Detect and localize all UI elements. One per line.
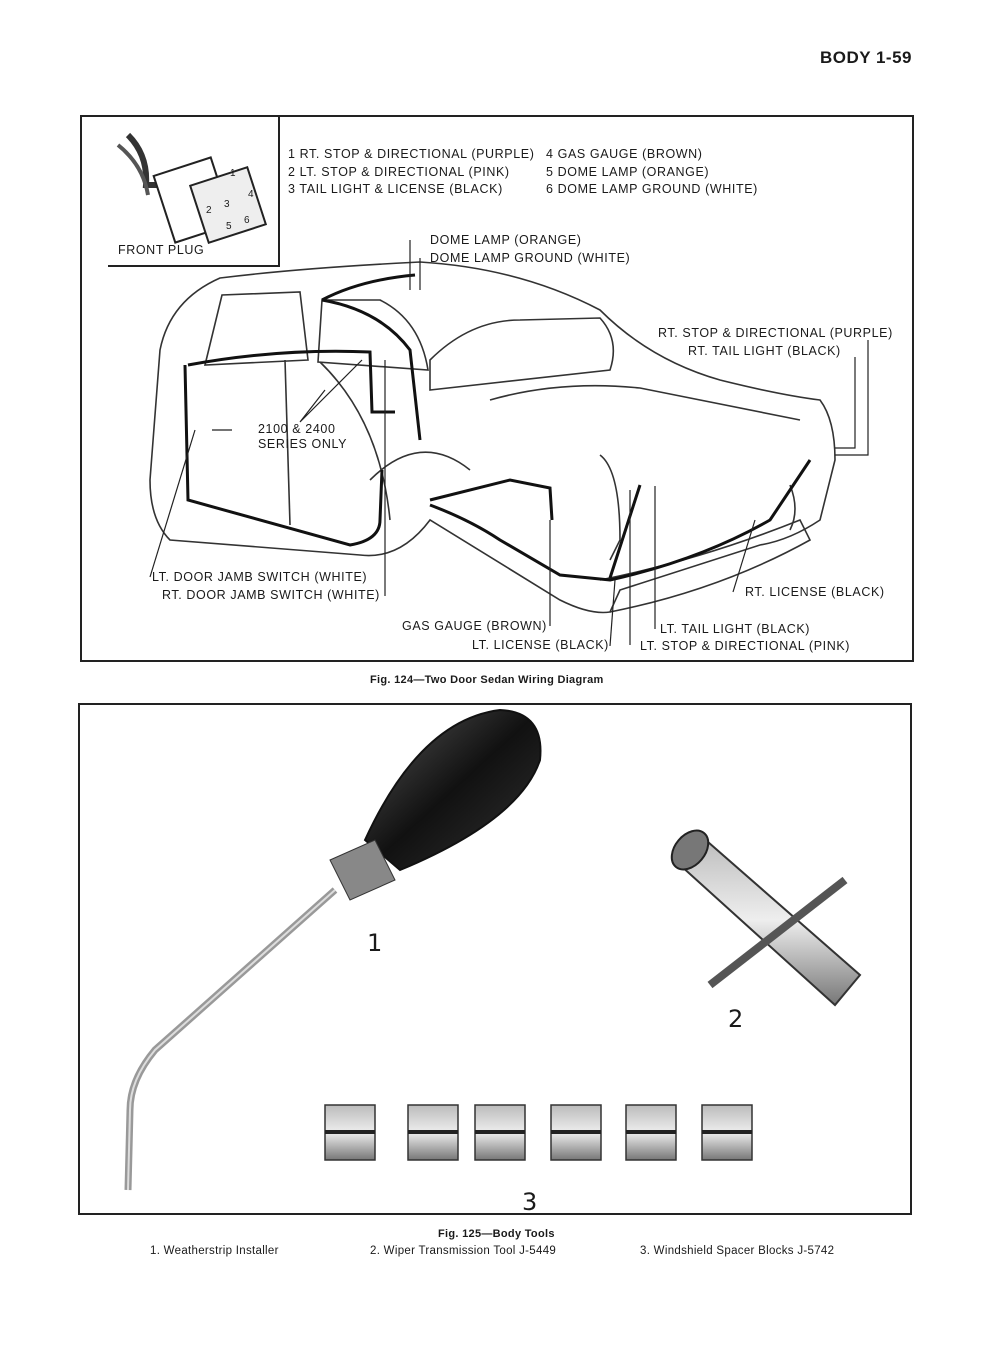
label-dome-lamp-ground: DOME LAMP GROUND (WHITE) bbox=[430, 251, 631, 265]
legend-right: 4 GAS GAUGE (BROWN) 5 DOME LAMP (ORANGE)… bbox=[546, 146, 758, 199]
legend-item-3: 3 TAIL LIGHT & LICENSE (BLACK) bbox=[288, 182, 503, 196]
plug-pin-2: 2 bbox=[206, 205, 213, 216]
label-gas-gauge: GAS GAUGE (BROWN) bbox=[402, 619, 547, 633]
label-rt-stop: RT. STOP & DIRECTIONAL (PURPLE) bbox=[658, 326, 893, 340]
front-plug-inset: FRONT PLUG 1 2 3 4 5 6 bbox=[108, 115, 280, 267]
tool-item-3: 3. Windshield Spacer Blocks J-5742 bbox=[640, 1245, 835, 1257]
tool-item-2: 2. Wiper Transmission Tool J-5449 bbox=[370, 1245, 557, 1257]
label-lt-tail: LT. TAIL LIGHT (BLACK) bbox=[660, 622, 811, 636]
label-series-2: SERIES ONLY bbox=[258, 437, 348, 451]
legend-item-4: 4 GAS GAUGE (BROWN) bbox=[546, 147, 703, 161]
wiper-transmission-tool-drawing bbox=[670, 829, 862, 1007]
callout-2: 2 bbox=[728, 1005, 744, 1033]
label-rt-license: RT. LICENSE (BLACK) bbox=[745, 585, 885, 599]
legend-left: 1 RT. STOP & DIRECTIONAL (PURPLE) 2 LT. … bbox=[288, 146, 534, 199]
label-rt-tail: RT. TAIL LIGHT (BLACK) bbox=[688, 344, 841, 358]
plug-pin-1: 1 bbox=[230, 168, 237, 179]
label-rt-door-jamb: RT. DOOR JAMB SWITCH (WHITE) bbox=[162, 588, 380, 602]
legend-item-6: 6 DOME LAMP GROUND (WHITE) bbox=[546, 182, 758, 196]
callout-3: 3 bbox=[522, 1188, 538, 1216]
legend-item-1: 1 RT. STOP & DIRECTIONAL (PURPLE) bbox=[288, 147, 535, 161]
legend-item-2: 2 LT. STOP & DIRECTIONAL (PINK) bbox=[288, 164, 510, 179]
label-lt-door-jamb: LT. DOOR JAMB SWITCH (WHITE) bbox=[152, 570, 368, 584]
plug-pin-6: 6 bbox=[244, 215, 251, 226]
figure-124-caption: Fig. 124—Two Door Sedan Wiring Diagram bbox=[370, 674, 604, 686]
front-plug-label: FRONT PLUG bbox=[118, 243, 205, 257]
label-lt-stop: LT. STOP & DIRECTIONAL (PINK) bbox=[640, 639, 851, 653]
tool-item-1: 1. Weatherstrip Installer bbox=[150, 1245, 279, 1257]
label-series-1: 2100 & 2400 bbox=[258, 422, 336, 436]
front-plug-illustration bbox=[116, 132, 268, 245]
legend-item-5: 5 DOME LAMP (ORANGE) bbox=[546, 164, 710, 179]
plug-pin-4: 4 bbox=[248, 189, 255, 200]
weatherstrip-installer-drawing bbox=[124, 708, 542, 1191]
label-lt-license: LT. LICENSE (BLACK) bbox=[472, 638, 609, 652]
plug-pin-5: 5 bbox=[226, 221, 233, 232]
car-wiring-illustration bbox=[149, 240, 869, 647]
callout-1: 1 bbox=[367, 929, 383, 957]
spacer-blocks-drawing bbox=[324, 1104, 753, 1161]
label-dome-lamp: DOME LAMP (ORANGE) bbox=[430, 233, 582, 247]
plug-pin-3: 3 bbox=[224, 199, 231, 210]
page-header: BODY 1-59 bbox=[819, 48, 912, 67]
figure-125-caption: Fig. 125—Body Tools bbox=[438, 1228, 555, 1240]
